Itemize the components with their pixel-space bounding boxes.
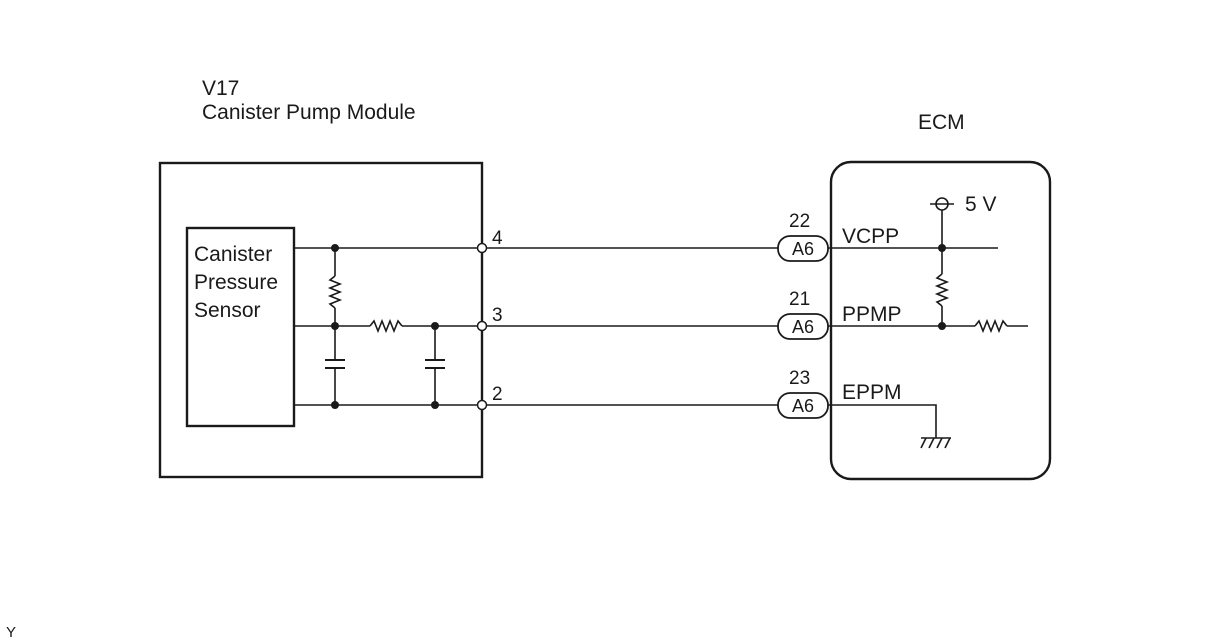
sensor-box [185, 226, 296, 428]
ecm-pullup-resistor [934, 273, 950, 307]
series-resistor [369, 318, 403, 334]
junction-dot [331, 244, 339, 252]
ecm-box [829, 160, 1052, 481]
signal-eppm: EPPM [842, 381, 902, 404]
junction-dot [331, 322, 339, 330]
module-pin-4: 4 [492, 228, 503, 249]
junction-dot [431, 322, 439, 330]
module-box [158, 161, 484, 479]
junction-dot [938, 244, 946, 252]
sensor-label-line-2: Pressure [194, 271, 278, 294]
module-pin-3: 3 [492, 305, 503, 326]
ecm-wire-eppm [828, 404, 937, 438]
ground-hatch [928, 437, 935, 449]
ground-hatch [936, 437, 943, 449]
ecm-label: ECM [918, 111, 965, 134]
module-terminal-3 [476, 320, 488, 332]
connector-label-ppmp: A6 [792, 317, 814, 337]
sensor-label-line-3: Sensor [194, 299, 261, 322]
module-pullup-resistor [327, 275, 343, 309]
module-name: Canister Pump Module [202, 101, 416, 124]
ecm-pin-vcpp: 22 [789, 211, 810, 232]
footer-code: Y [6, 624, 16, 641]
connector-label-vcpp: A6 [792, 239, 814, 259]
signal-vcpp: VCPP [842, 225, 899, 248]
module-terminal-2 [476, 399, 488, 411]
ecm-pin-ppmp: 21 [789, 289, 810, 310]
supply-voltage: 5 V [965, 193, 997, 216]
ground-hatch [920, 437, 927, 449]
signal-ppmp: PPMP [842, 303, 902, 326]
ecm-series-resistor [974, 318, 1008, 334]
sensor-label-line-1: Canister [194, 243, 272, 266]
ground-hatch [944, 437, 951, 449]
junction-dot [431, 401, 439, 409]
module-terminal-4 [476, 242, 488, 254]
module-pin-2: 2 [492, 384, 503, 405]
junction-dot [331, 401, 339, 409]
ecm-pin-eppm: 23 [789, 368, 810, 389]
junction-dot [938, 322, 946, 330]
connector-label-eppm: A6 [792, 396, 814, 416]
module-code: V17 [202, 77, 239, 100]
